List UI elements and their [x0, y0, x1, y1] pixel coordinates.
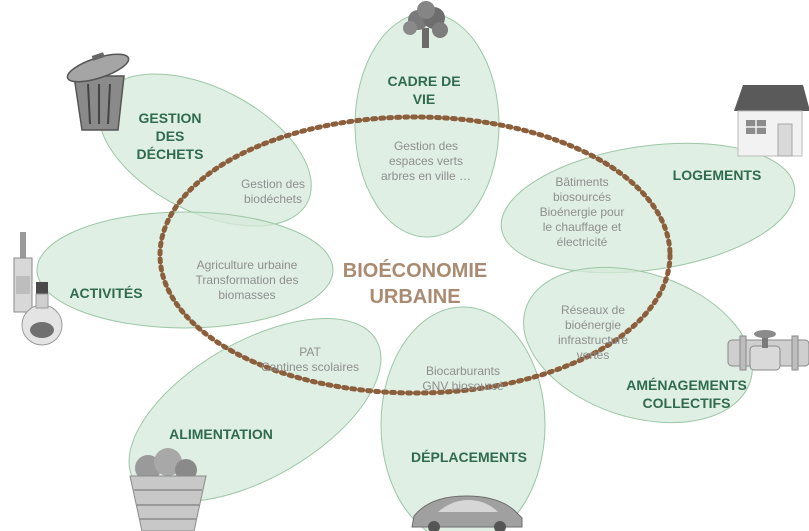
label-alimentation: ALIMENTATION: [169, 426, 273, 442]
detail-logements: Bâtiments biosourcés Bioénergie pour le …: [539, 175, 625, 249]
detail-cadre-de-vie: Gestion des espaces verts arbres en vill…: [380, 139, 472, 183]
detail-amenagements: Réseaux de bioénergie infrastructure ver…: [557, 303, 629, 362]
trash-bin-icon: [66, 52, 130, 131]
petal-amenagements: [523, 266, 753, 424]
tree-icon: [403, 1, 448, 48]
car-icon: [411, 495, 523, 531]
bottles-icon: [13, 232, 63, 346]
detail-alimentation: PAT Cantines scolaires: [260, 345, 360, 374]
label-logements: LOGEMENTS: [672, 167, 762, 183]
label-gestion-dechets: GESTION DES DÉCHETS: [136, 110, 204, 162]
center-title: BIOÉCONOMIE URBAINE: [342, 260, 488, 308]
central-dotted-ellipse: [157, 114, 673, 396]
petal-activites: [36, 211, 334, 329]
detail-activites: Agriculture urbaine Transformation des b…: [195, 258, 299, 302]
detail-deplacements: Biocarburants GNV biosourcé: [422, 364, 504, 393]
label-cadre-de-vie: CADRE DE VIE: [387, 73, 461, 107]
pipe-valve-icon: [727, 330, 809, 371]
label-amenagements-collectifs: AMÉNAGEMENTS COLLECTIFS: [626, 377, 747, 411]
petals: [36, 12, 796, 531]
label-deplacements: DÉPLACEMENTS: [411, 449, 527, 465]
house-icon: [734, 85, 809, 157]
vegetable-basket-icon: [129, 448, 207, 531]
petal-deplacements: [380, 306, 546, 531]
label-activites: ACTIVITÉS: [69, 285, 143, 301]
detail-gestion-dechets: Gestion des biodéchets: [240, 177, 306, 206]
petal-logements: [500, 142, 796, 274]
